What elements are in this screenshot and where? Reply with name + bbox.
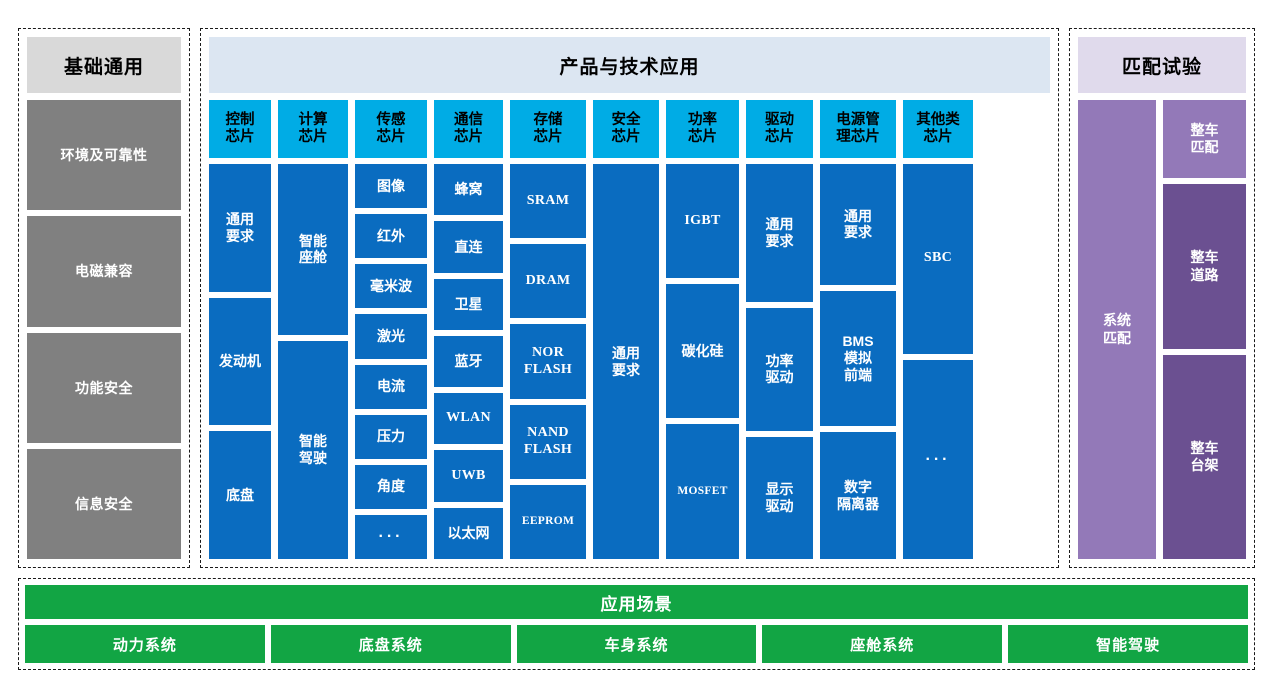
chip-item[interactable]: IGBT [666, 164, 739, 278]
chip-column-header[interactable]: 功率 芯片 [666, 100, 739, 158]
chip-column-body: 智能 座舱智能 驾驶 [278, 164, 348, 559]
chip-item[interactable]: MOSFET [666, 424, 739, 559]
chip-item[interactable]: 通用 要求 [746, 164, 813, 303]
chip-column-header[interactable]: 控制 芯片 [209, 100, 271, 158]
chip-item[interactable]: 红外 [355, 214, 427, 259]
chip-item[interactable]: 数字 隔离器 [820, 432, 896, 559]
chip-column-header[interactable]: 其他类 芯片 [903, 100, 973, 158]
chip-item[interactable]: 以太网 [434, 507, 503, 559]
basic-item[interactable]: 功能安全 [27, 332, 181, 443]
match-item[interactable]: 整车 台架 [1163, 355, 1246, 559]
scenario-item[interactable]: 车身系统 [516, 625, 757, 663]
chip-item[interactable]: NAND FLASH [510, 404, 586, 479]
chip-item[interactable]: NOR FLASH [510, 324, 586, 399]
chip-item[interactable]: SRAM [510, 164, 586, 239]
chip-column-header[interactable]: 存储 芯片 [510, 100, 586, 158]
panel-product-title: 产品与技术应用 [209, 37, 1050, 93]
basic-item[interactable]: 环境及可靠性 [27, 100, 181, 211]
chip-column-header[interactable]: 传感 芯片 [355, 100, 427, 158]
top-row: 基础通用 环境及可靠性电磁兼容功能安全信息安全 产品与技术应用 控制 芯片通用 … [18, 28, 1255, 568]
match-item[interactable]: 整车 匹配 [1163, 100, 1246, 179]
scenario-item[interactable]: 动力系统 [25, 625, 265, 663]
chip-column-header[interactable]: 驱动 芯片 [746, 100, 813, 158]
chip-column: 驱动 芯片通用 要求功率 驱动显示 驱动 [746, 100, 813, 559]
chip-item[interactable]: BMS 模拟 前端 [820, 290, 896, 427]
chip-item[interactable]: 通用 要求 [593, 164, 659, 559]
chip-item[interactable]: 通用 要求 [209, 164, 271, 292]
chip-column: 安全 芯片通用 要求 [593, 100, 659, 559]
scenarios-title: 应用场景 [25, 585, 1248, 619]
chip-item[interactable]: 通用 要求 [820, 164, 896, 285]
panel-matching-test: 匹配试验 系统 匹配 整车 匹配整车 道路整车 台架 [1069, 28, 1255, 568]
chip-item[interactable]: 功率 驱动 [746, 308, 813, 431]
panel-basic-title: 基础通用 [27, 37, 181, 93]
match-content: 系统 匹配 整车 匹配整车 道路整车 台架 [1078, 100, 1246, 559]
chip-item[interactable]: 毫米波 [355, 264, 427, 309]
chip-column: 传感 芯片图像红外毫米波激光电流压力角度 ··· [355, 100, 427, 559]
basic-item[interactable]: 电磁兼容 [27, 216, 181, 327]
chip-item[interactable]: 碳化硅 [666, 283, 739, 419]
panel-basic-common: 基础通用 环境及可靠性电磁兼容功能安全信息安全 [18, 28, 190, 568]
chip-item[interactable]: EEPROM [510, 484, 586, 560]
scenario-item[interactable]: 底盘系统 [270, 625, 511, 663]
chip-item[interactable]: 直连 [434, 221, 503, 273]
chip-column: 其他类 芯片 SBC··· [903, 100, 973, 559]
panel-application-scenarios: 应用场景 动力系统底盘系统车身系统座舱系统智能驾驶 [18, 578, 1255, 670]
match-item[interactable]: 整车 道路 [1163, 184, 1246, 350]
chip-item[interactable]: 蓝牙 [434, 335, 503, 388]
chip-item[interactable]: DRAM [510, 244, 586, 319]
chip-item[interactable]: 显示 驱动 [746, 436, 813, 559]
match-system-cell: 系统 匹配 [1078, 100, 1156, 559]
chip-item[interactable]: 图像 [355, 164, 427, 209]
panel-match-title: 匹配试验 [1078, 37, 1246, 93]
chip-column: 控制 芯片通用 要求发动机底盘 [209, 100, 271, 560]
chip-item-ellipsis[interactable]: ··· [355, 514, 427, 559]
chip-item[interactable]: 智能 驾驶 [278, 340, 348, 559]
chip-item[interactable]: 卫星 [434, 278, 503, 330]
basic-item[interactable]: 信息安全 [27, 448, 181, 559]
chip-item[interactable]: 蜂窝 [434, 164, 503, 216]
scenario-items: 动力系统底盘系统车身系统座舱系统智能驾驶 [25, 625, 1248, 663]
chip-item[interactable]: 电流 [355, 364, 427, 409]
chip-item[interactable]: SBC [903, 164, 973, 354]
scenario-item[interactable]: 座舱系统 [762, 625, 1003, 663]
chip-column-header[interactable]: 安全 芯片 [593, 100, 659, 158]
chip-column-body: 通用 要求发动机底盘 [209, 164, 271, 560]
chip-column-body: 图像红外毫米波激光电流压力角度 ··· [355, 164, 427, 559]
chip-item[interactable]: 发动机 [209, 297, 271, 426]
chip-column-header[interactable]: 通信 芯片 [434, 100, 503, 158]
chip-column-body: SBC··· [903, 164, 973, 559]
chip-column: 计算 芯片智能 座舱智能 驾驶 [278, 100, 348, 559]
chip-item[interactable]: 角度 [355, 464, 427, 509]
scenario-item[interactable]: 智能驾驶 [1008, 625, 1248, 663]
chip-item[interactable]: 压力 [355, 414, 427, 459]
chip-item[interactable]: UWB [434, 450, 503, 502]
chip-item[interactable]: 激光 [355, 314, 427, 359]
match-vehicle-stack: 整车 匹配整车 道路整车 台架 [1163, 100, 1246, 559]
chip-column-body: 通用 要求功率 驱动显示 驱动 [746, 164, 813, 559]
basic-items-stack: 环境及可靠性电磁兼容功能安全信息安全 [27, 100, 181, 559]
chip-item[interactable]: WLAN [434, 393, 503, 445]
chip-columns: 控制 芯片通用 要求发动机底盘计算 芯片智能 座舱智能 驾驶传感 芯片图像红外毫… [209, 100, 1050, 560]
chip-item[interactable]: 智能 座舱 [278, 164, 348, 335]
chip-item[interactable]: 底盘 [209, 431, 271, 560]
panel-product-technology: 产品与技术应用 控制 芯片通用 要求发动机底盘计算 芯片智能 座舱智能 驾驶传感… [200, 28, 1059, 568]
chip-column-body: 通用 要求 [593, 164, 659, 559]
chip-column-header[interactable]: 电源管 理芯片 [820, 100, 896, 158]
chip-column-header[interactable]: 计算 芯片 [278, 100, 348, 158]
chip-item-ellipsis[interactable]: ··· [903, 359, 973, 559]
